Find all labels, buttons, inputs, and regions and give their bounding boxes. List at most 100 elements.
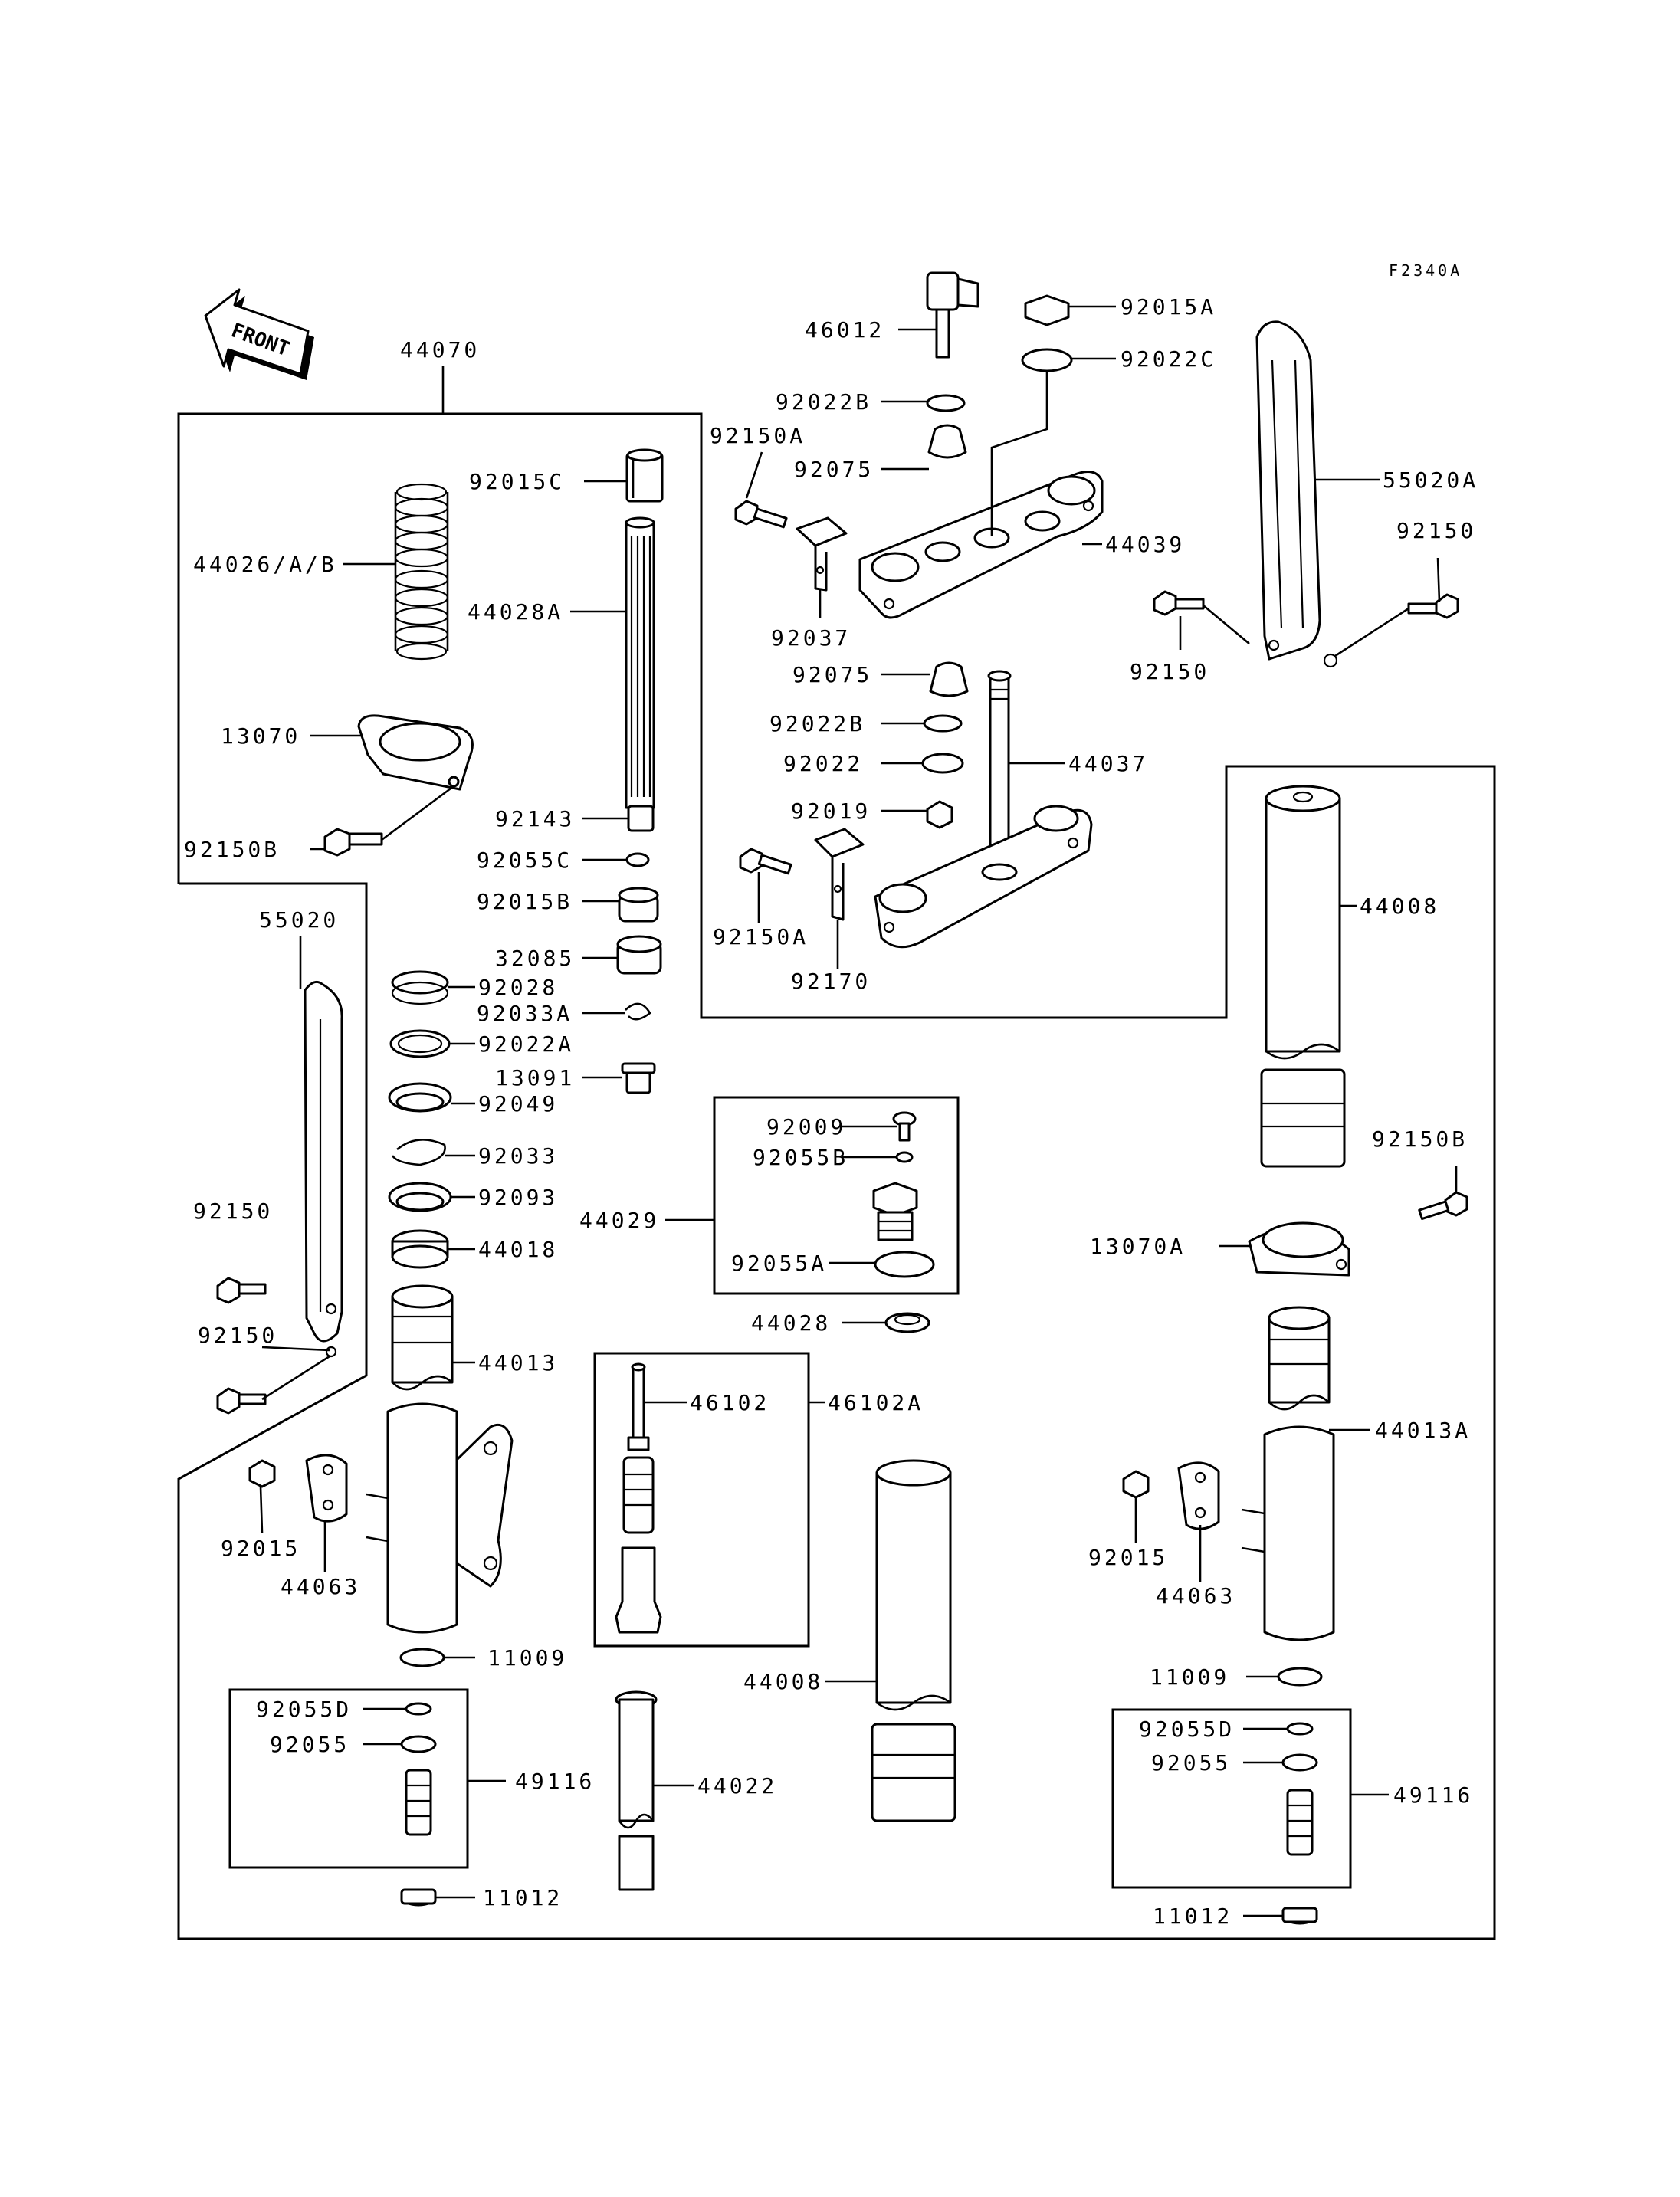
cable-guide-92170 xyxy=(814,828,865,921)
label-11012-left: 11012 xyxy=(483,1885,563,1910)
gasket-11009-left xyxy=(399,1648,445,1667)
washer-92022a-inner xyxy=(397,1034,443,1054)
fork-guard-55020a xyxy=(1255,320,1338,668)
label-92019: 92019 xyxy=(791,798,871,824)
label-92150b-right: 92150B xyxy=(1372,1126,1468,1152)
label-46012: 46012 xyxy=(805,317,884,343)
label-92015c: 92015C xyxy=(469,469,565,494)
cap-44028 xyxy=(884,1312,930,1333)
label-44013a: 44013A xyxy=(1375,1418,1471,1443)
outer-leg-left xyxy=(366,1402,514,1634)
label-92093: 92093 xyxy=(478,1185,558,1210)
washer-92022b-mid xyxy=(923,714,963,733)
nut-11012-right xyxy=(1281,1907,1318,1925)
label-92055-left: 92055 xyxy=(270,1732,349,1757)
oil-seal-92049 xyxy=(388,1082,452,1113)
o-ring-92055a xyxy=(874,1251,935,1278)
label-11012-right: 11012 xyxy=(1153,1904,1232,1929)
label-49116-right: 49116 xyxy=(1393,1782,1473,1808)
label-92037: 92037 xyxy=(771,625,851,651)
washer-92022b-top xyxy=(926,394,966,412)
label-92015-left: 92015 xyxy=(221,1536,300,1561)
label-92150b-left: 92150B xyxy=(184,837,280,862)
washer-92022 xyxy=(921,753,964,774)
bushing-92015b xyxy=(618,887,659,923)
label-92022c: 92022C xyxy=(1121,346,1216,372)
label-11009-right: 11009 xyxy=(1150,1664,1229,1690)
label-44013: 44013 xyxy=(478,1350,558,1376)
clip-92033a xyxy=(625,1002,651,1021)
o-ring-92055-right xyxy=(1281,1753,1318,1772)
bushing-44018 xyxy=(391,1229,449,1269)
cable-guide-92037 xyxy=(796,516,848,592)
label-92150a-mid: 92150A xyxy=(713,924,809,949)
gasket-11009-right xyxy=(1277,1667,1323,1687)
nut-92015-left xyxy=(248,1459,276,1488)
label-92033a: 92033A xyxy=(477,1001,573,1026)
steering-stem-44037 xyxy=(874,670,1093,949)
label-92022: 92022 xyxy=(783,751,863,776)
label-13070: 13070 xyxy=(221,723,300,749)
bolt-92150-left-b xyxy=(216,1387,267,1415)
label-49116-left: 49116 xyxy=(515,1769,595,1794)
figure-code: F2340A xyxy=(1389,261,1462,280)
fork-spring xyxy=(394,483,449,661)
cap-assembly-box xyxy=(713,1096,960,1295)
circlip-92033 xyxy=(391,1138,446,1166)
bolt-92150-right-right xyxy=(1407,593,1459,619)
label-44039: 44039 xyxy=(1105,532,1185,557)
label-92022a: 92022A xyxy=(478,1031,574,1057)
label-92015b: 92015B xyxy=(477,889,573,914)
label-92150-left-a: 92150 xyxy=(193,1199,273,1224)
collar-92143 xyxy=(627,805,655,832)
front-arrow-icon: FRONT xyxy=(204,288,314,380)
slide-bushing-92028 xyxy=(391,970,449,1005)
bolt-92150a-top xyxy=(734,500,788,529)
label-55020: 55020 xyxy=(259,907,339,933)
bolt-92150-right-left xyxy=(1153,590,1205,616)
fork-guard-55020 xyxy=(304,980,343,1358)
bushing-92075-mid xyxy=(929,661,969,697)
right-valve-assembly-box xyxy=(1111,1708,1352,1889)
cap-bolt-44029 xyxy=(872,1182,918,1241)
left-valve-assembly-box xyxy=(228,1688,469,1869)
label-92150-right-top: 92150 xyxy=(1396,518,1476,543)
o-ring-92055d-right xyxy=(1286,1722,1314,1736)
label-44008-mid: 44008 xyxy=(743,1669,823,1694)
label-44070: 44070 xyxy=(400,337,480,362)
label-92170: 92170 xyxy=(791,969,871,994)
outer-tube-44008-right xyxy=(1260,785,1346,1168)
bolt-92150-left-a xyxy=(216,1277,267,1304)
label-92055d-right: 92055D xyxy=(1139,1717,1235,1742)
o-ring-92055d-left xyxy=(405,1702,432,1716)
part-labels: 44070 92015C 44026/A/B 44028A 13070 9215… xyxy=(184,294,1476,1929)
left-fork-assembly-box xyxy=(177,412,1496,1940)
cartridge-46102 xyxy=(615,1362,662,1634)
label-92055c: 92055C xyxy=(477,848,573,873)
valve-49116-right xyxy=(1286,1789,1314,1856)
label-92055-right: 92055 xyxy=(1151,1750,1231,1776)
label-44026ab: 44026/A/B xyxy=(193,552,337,577)
axle-clamp-44063-left xyxy=(305,1454,348,1523)
inner-tube-44013 xyxy=(391,1284,454,1391)
cap-nut-92015c xyxy=(625,448,664,503)
label-32085: 32085 xyxy=(495,946,575,971)
label-92009: 92009 xyxy=(766,1114,846,1139)
nut-11012-left xyxy=(400,1888,437,1907)
label-44037: 44037 xyxy=(1068,751,1148,776)
nut-92019 xyxy=(926,800,953,829)
label-44063-left: 44063 xyxy=(281,1574,360,1599)
axle-clamp-44063-right xyxy=(1177,1461,1220,1530)
label-46102a: 46102A xyxy=(828,1390,924,1415)
label-92033: 92033 xyxy=(478,1143,558,1169)
label-92028: 92028 xyxy=(478,975,558,1000)
label-92150a-top: 92150A xyxy=(710,423,806,448)
label-92049: 92049 xyxy=(478,1091,558,1117)
steering-stem-head-46012 xyxy=(926,271,979,359)
label-44022: 44022 xyxy=(697,1773,777,1799)
label-92022b-mid: 92022B xyxy=(769,711,865,736)
label-46102: 46102 xyxy=(690,1390,769,1415)
label-92055d-left: 92055D xyxy=(256,1697,352,1722)
label-92150-left-b: 92150 xyxy=(198,1323,277,1348)
